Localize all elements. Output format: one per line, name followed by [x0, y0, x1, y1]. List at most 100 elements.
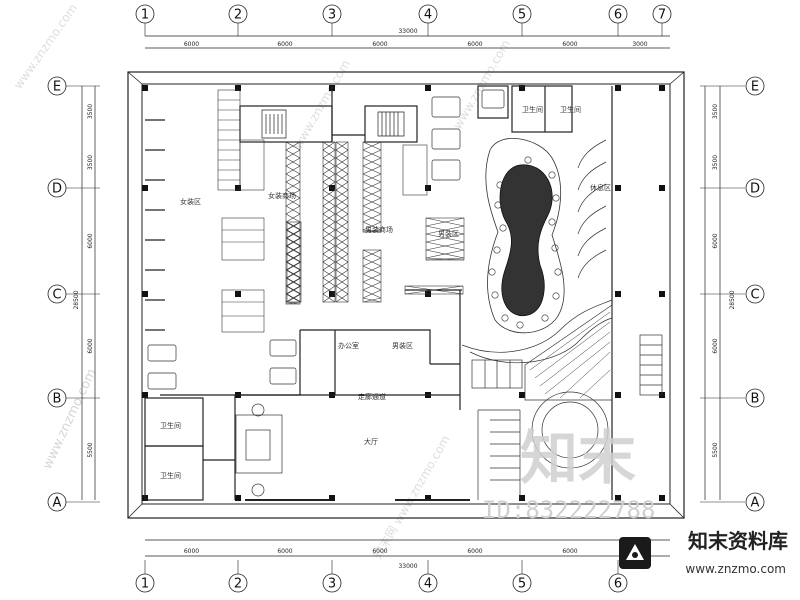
rack-hatch [322, 229, 336, 239]
rack-hatch [362, 297, 382, 303]
row-axis-right-bubble [745, 284, 765, 304]
top-span-label: 3000 [632, 41, 647, 48]
rack-hatch [335, 245, 349, 255]
curved-display [461, 299, 663, 500]
rack-hatch [285, 269, 301, 279]
bottom-span-label: 6000 [562, 548, 577, 555]
interior-walls [144, 85, 613, 501]
right-span-label: 5500 [712, 442, 719, 457]
column-axis-bottom-bubble [228, 573, 248, 593]
row-axis-right-label: E [751, 80, 759, 95]
left-span-label: 3500 [87, 104, 94, 119]
column-mark [425, 495, 431, 501]
rack-hatch [322, 293, 336, 303]
column-mark [142, 185, 148, 191]
rack-hatch [362, 189, 382, 199]
rack-hatch [425, 249, 465, 259]
rack-hatch [335, 205, 349, 215]
rack-hatch [335, 293, 349, 303]
column-axis-top-label: 4 [424, 8, 432, 23]
rack-hatch [285, 189, 301, 199]
chair [499, 224, 507, 232]
rack-hatch [335, 213, 349, 223]
row-axis-right-label: A [751, 496, 760, 511]
column-mark [659, 495, 665, 501]
chair [548, 218, 556, 226]
rack-hatch [335, 173, 349, 183]
column-axis-top-label: 1 [141, 8, 149, 23]
rack-hatch [285, 261, 301, 271]
rack-hatch [285, 293, 301, 303]
rack-hatch [286, 269, 302, 279]
column-mark [519, 85, 525, 91]
column-mark [519, 392, 525, 398]
column-axis-bottom-bubble [512, 573, 532, 593]
bottom-span-label: 6000 [277, 548, 292, 555]
rack-hatch [285, 197, 301, 207]
column-mark [329, 495, 335, 501]
rack-hatch [362, 205, 382, 215]
rack-hatch [335, 221, 349, 231]
top-total-dim: 33000 [398, 28, 417, 35]
seating [147, 89, 523, 497]
rack-hatch [285, 165, 301, 175]
chair [551, 244, 559, 252]
room-label-bl-a: 卫生间 [160, 421, 181, 430]
room-label-mid-b: 男装商场 [365, 225, 393, 234]
row-axis-left-bubble [47, 492, 67, 512]
column-mark [425, 185, 431, 191]
column-axis-bottom-label: 3 [328, 577, 336, 592]
room-label-corridor: 走廊通道 [358, 392, 386, 401]
rack-hatch [322, 277, 336, 287]
rack-hatch [286, 285, 302, 295]
column-axis-bottom-bubble [608, 573, 628, 593]
rack-hatch [322, 189, 336, 199]
bottom-span-label: 6000 [467, 548, 482, 555]
column-axis-top-label: 2 [234, 8, 242, 23]
column-mark [659, 85, 665, 91]
rack-hatch [335, 157, 349, 167]
rack-hatch [322, 221, 336, 231]
rack-hatch [362, 181, 382, 191]
watermark-mid: 知末网 www.znzmo.com [370, 433, 452, 562]
rack [285, 141, 301, 305]
rack-hatch [362, 265, 382, 275]
room-label-mid-a: 女装商场 [268, 191, 296, 200]
row-axis-left-label: B [53, 392, 62, 407]
right-span-label: 3500 [712, 104, 719, 119]
column-mark [659, 291, 665, 297]
rack-hatch [322, 205, 336, 215]
top-span-label: 6000 [562, 41, 577, 48]
rack-hatch [322, 165, 336, 175]
column-axis-top-label: 3 [328, 8, 336, 23]
top-span-label: 6000 [184, 41, 199, 48]
column-axis-top-bubble [135, 4, 155, 24]
bottom-total-dim: 33000 [398, 563, 417, 570]
chair [524, 156, 532, 164]
column-mark [235, 495, 241, 501]
bottom-span-label: 6000 [372, 548, 387, 555]
column-axis-bottom-bubble [322, 573, 342, 593]
right-span-label: 6000 [712, 233, 719, 248]
right-span-label: 3500 [712, 155, 719, 170]
column-mark [615, 85, 621, 91]
column-mark [142, 85, 148, 91]
right-total-dim: 28500 [729, 290, 736, 309]
room-label-lobby: 大厅 [364, 437, 378, 446]
catwalk [485, 138, 565, 334]
dimension-top [145, 35, 670, 49]
row-axis-right-label: B [751, 392, 760, 407]
rack-hatch [322, 269, 336, 279]
top-span-label: 6000 [372, 41, 387, 48]
dimension-left [81, 86, 96, 500]
column-mark [615, 185, 621, 191]
rack-hatch [285, 181, 301, 191]
rack-hatch [285, 157, 301, 167]
rack [362, 249, 382, 303]
column-axis-top-bubble [608, 4, 628, 24]
column-mark [235, 291, 241, 297]
